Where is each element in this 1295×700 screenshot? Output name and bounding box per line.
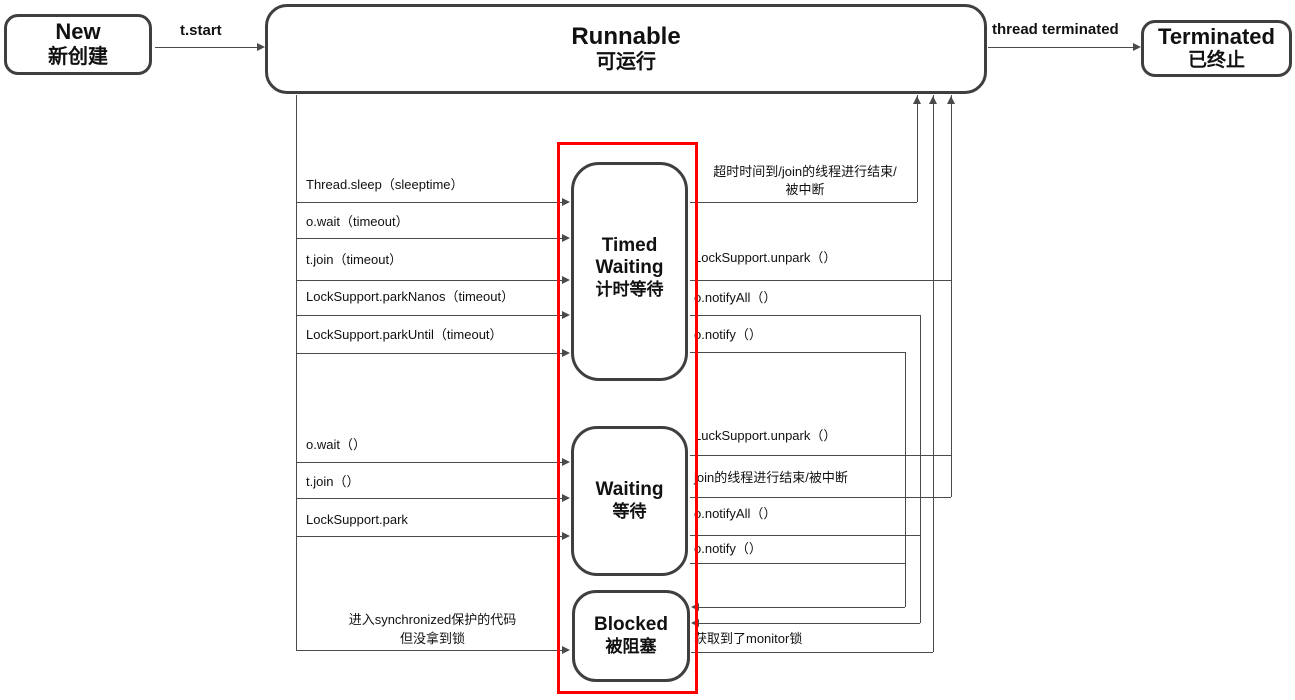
arrowhead-right-icon	[562, 494, 570, 502]
arrowhead-up-icon	[947, 96, 955, 104]
arrowhead-right-icon	[257, 43, 265, 51]
edge-line-thread-terminated	[988, 47, 1133, 48]
edge-line-t-start	[155, 47, 257, 48]
arrowhead-up-icon	[913, 96, 921, 104]
state-terminated-name: Terminated	[1158, 23, 1275, 49]
edge-label-join-return: join的线程进行结束/被中断	[694, 470, 848, 485]
state-runnable-name: Runnable	[571, 22, 681, 50]
edge-line-notify-w	[690, 563, 905, 564]
arrowhead-left-icon	[691, 619, 699, 627]
edge-line-parknanos	[296, 315, 562, 316]
arrowhead-right-icon	[1133, 43, 1141, 51]
arrowhead-right-icon	[562, 311, 570, 319]
edge-label-tjoin: t.join（）	[306, 474, 360, 489]
edge-label-owait-timeout: o.wait（timeout）	[306, 214, 409, 229]
edge-line-unpark-w	[690, 455, 951, 456]
state-waiting-zh: 等待	[612, 502, 647, 522]
edge-line-owait-timeout	[296, 238, 562, 239]
edge-label-timeout-line2: 被中断	[785, 182, 825, 197]
edge-drop-notifyall	[920, 315, 921, 623]
edge-line-monitor-lock	[691, 652, 933, 653]
state-blocked-zh: 被阻塞	[605, 637, 657, 657]
edge-label-parknanos: LockSupport.parkNanos（timeout）	[306, 289, 515, 304]
edge-label-notify-w: o.notify（）	[694, 541, 762, 556]
edge-label-t-start: t.start	[180, 22, 222, 39]
state-box-terminated: Terminated 已终止	[1141, 20, 1292, 77]
state-box-timed-waiting: Timed Waiting 计时等待	[571, 162, 688, 381]
edge-line-notifyall-tw	[690, 315, 920, 316]
edge-label-owait: o.wait（）	[306, 437, 366, 452]
edge-label-synchronized: 进入synchronized保护的代码 但没拿到锁	[300, 610, 565, 648]
arrowhead-right-icon	[562, 349, 570, 357]
edge-line-tjoin-timeout	[296, 280, 562, 281]
edge-line-synchronized	[296, 650, 562, 651]
edge-line-park	[296, 536, 562, 537]
arrowhead-right-icon	[562, 532, 570, 540]
state-waiting-name: Waiting	[595, 479, 664, 501]
arrowhead-right-icon	[562, 458, 570, 466]
edge-line-notifyall-w	[690, 535, 920, 536]
edge-label-unpark-w: LuckSupport.unpark（）	[694, 428, 837, 443]
edge-line-notify-tw	[690, 352, 905, 353]
arrowhead-right-icon	[562, 234, 570, 242]
edge-label-unpark-tw: LockSupport.unpark（）	[694, 250, 837, 265]
edge-line-timeout-return	[690, 202, 917, 203]
arrowhead-right-icon	[562, 646, 570, 654]
edge-line-owait	[296, 462, 562, 463]
state-runnable-zh: 可运行	[596, 51, 656, 74]
state-box-waiting: Waiting 等待	[571, 426, 688, 576]
arrowhead-left-icon	[691, 603, 699, 611]
edge-label-synchronized-line1: 进入synchronized保护的代码	[348, 612, 517, 627]
edge-line-unpark-tw	[690, 280, 951, 281]
state-terminated-zh: 已终止	[1187, 50, 1245, 72]
edge-label-park: LockSupport.park	[306, 512, 408, 527]
edge-line-sleep	[296, 202, 562, 203]
edge-label-notifyall-tw: o.notifyAll（）	[694, 290, 777, 305]
state-box-new: New 新创建	[4, 14, 152, 75]
edge-label-parkuntil: LockSupport.parkUntil（timeout）	[306, 327, 503, 342]
edge-label-thread-terminated: thread terminated	[992, 21, 1119, 38]
state-timed-waiting-name: Timed Waiting	[595, 235, 664, 278]
edge-label-synchronized-line2: 但没拿到锁	[399, 631, 465, 646]
edge-label-timeout-line1: 超时时间到/join的线程进行结束/	[713, 164, 897, 179]
state-new-name: New	[55, 19, 101, 45]
arrowhead-right-icon	[562, 198, 570, 206]
edge-line-into-blocked-1	[699, 607, 905, 608]
state-box-runnable: Runnable 可运行	[265, 4, 987, 94]
edge-line-join-return	[690, 497, 951, 498]
edge-riser-monitor	[933, 95, 934, 652]
edge-line-parkuntil	[296, 353, 562, 354]
edge-line-left-trunk	[296, 95, 297, 651]
edge-line-into-blocked-2	[699, 623, 920, 624]
edge-line-tjoin	[296, 498, 562, 499]
state-new-zh: 新创建	[48, 45, 108, 68]
edge-label-monitor-lock: 获取到了monitor锁	[694, 631, 803, 646]
edge-riser-timeout	[917, 95, 918, 202]
edge-label-tjoin-timeout: t.join（timeout）	[306, 252, 403, 267]
edge-label-notifyall-w: o.notifyAll（）	[694, 506, 777, 521]
edge-riser-unpark	[951, 95, 952, 497]
arrowhead-up-icon	[929, 96, 937, 104]
state-blocked-name: Blocked	[594, 614, 668, 636]
edge-drop-notify	[905, 352, 906, 607]
edge-label-timeout-return: 超时时间到/join的线程进行结束/ 被中断	[692, 163, 918, 199]
edge-label-notify-tw: o.notify（）	[694, 327, 762, 342]
state-timed-waiting-zh: 计时等待	[595, 279, 664, 299]
edge-label-sleep: Thread.sleep（sleeptime）	[306, 177, 464, 192]
state-box-blocked: Blocked 被阻塞	[572, 590, 690, 682]
arrowhead-right-icon	[562, 276, 570, 284]
